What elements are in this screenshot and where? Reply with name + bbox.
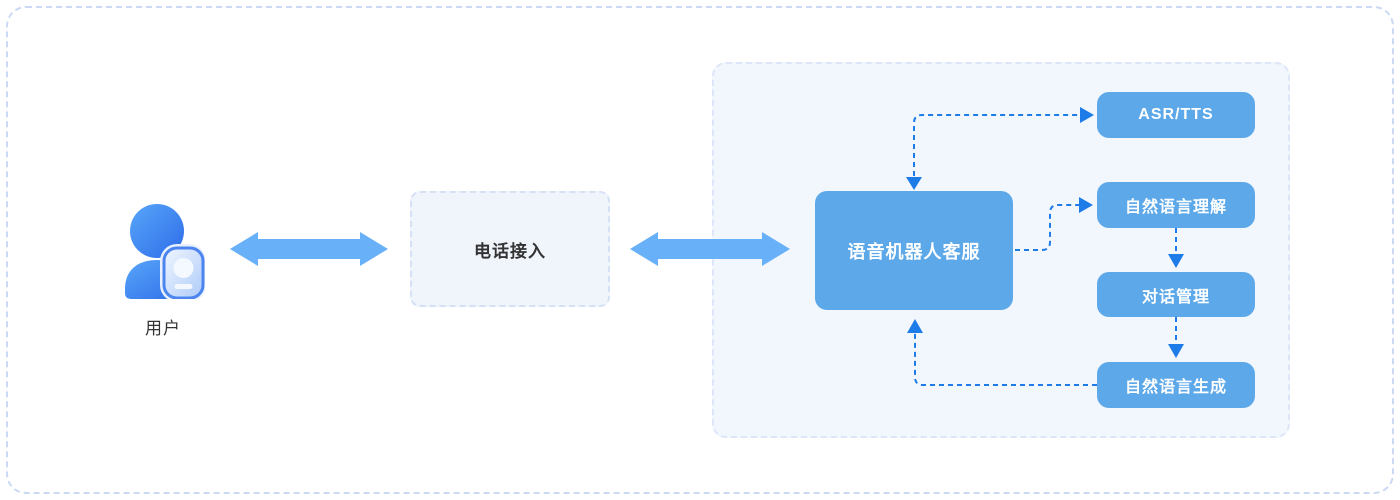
user-icon: [125, 204, 206, 302]
module-nlg: 自然语言生成: [1097, 362, 1255, 408]
voicebot-box: 语音机器人客服: [815, 191, 1013, 310]
user-label: 用户: [145, 319, 181, 338]
contact-card-line: [174, 284, 193, 289]
phone-access-box: 电话接入: [410, 191, 610, 307]
module-dialog-management: 对话管理: [1097, 272, 1255, 317]
user-head: [130, 204, 184, 258]
module-asr-tts: ASR/TTS: [1097, 92, 1255, 138]
contact-card-avatar-dot: [173, 258, 194, 278]
user-figure: 用户: [121, 203, 206, 338]
module-nlu: 自然语言理解: [1097, 182, 1255, 228]
